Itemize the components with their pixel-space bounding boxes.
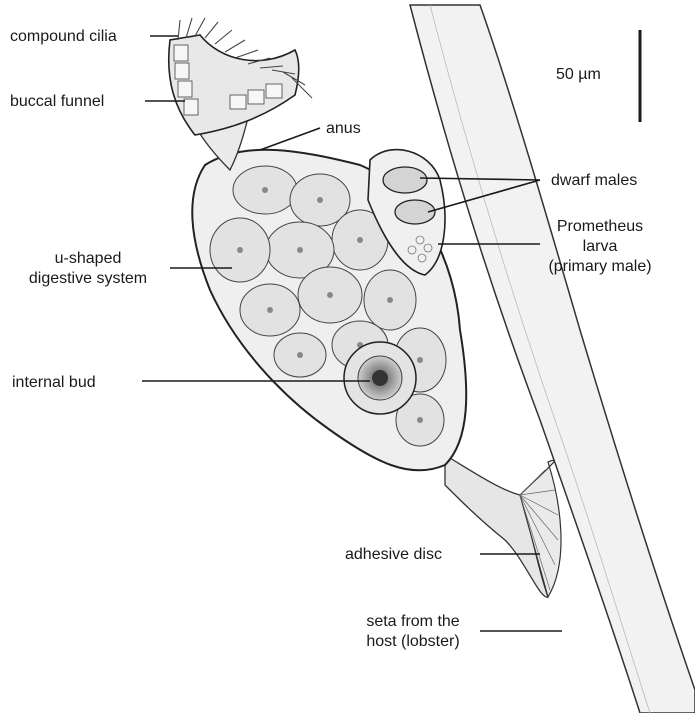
label-adhesive-disc: adhesive disc [345, 546, 442, 563]
label-digestive-line1: u-shaped [55, 250, 122, 267]
label-internal-bud: internal bud [12, 374, 96, 391]
label-prometheus-line3: (primary male) [548, 258, 651, 275]
adhesive-disc [445, 455, 561, 597]
label-prometheus-line1: Prometheus [557, 218, 643, 235]
label-prometheus-line2: larva [583, 238, 618, 255]
label-dwarf-males: dwarf males [551, 172, 637, 189]
label-digestive-line2: digestive system [29, 270, 147, 287]
label-seta-line2: host (lobster) [366, 633, 459, 650]
scale-bar-label: 50 µm [556, 66, 601, 83]
label-compound-cilia: compound cilia [10, 28, 117, 45]
internal-bud [344, 342, 416, 414]
buccal-funnel [169, 35, 299, 135]
dwarf-male-upper [383, 167, 427, 193]
label-buccal-funnel: buccal funnel [10, 93, 104, 110]
label-seta-line1: seta from the [366, 613, 459, 630]
label-anus: anus [326, 120, 361, 137]
